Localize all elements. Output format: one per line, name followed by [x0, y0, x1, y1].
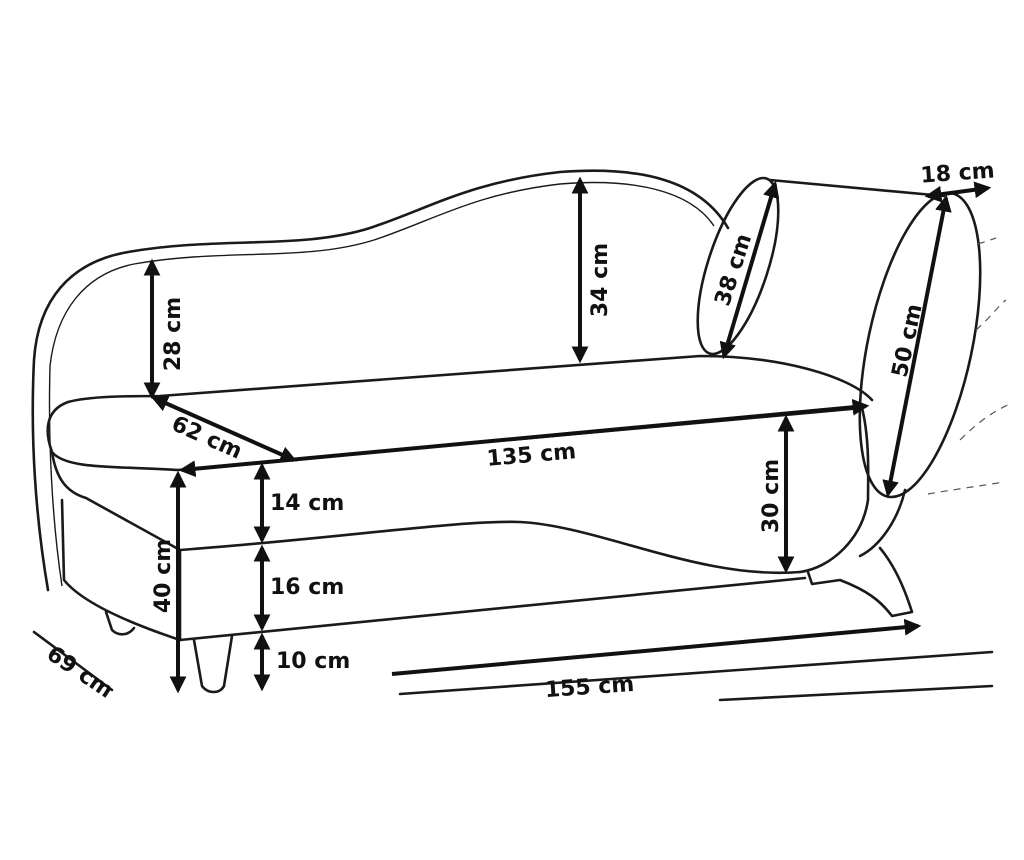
label-40cm: 40 cm — [151, 539, 176, 613]
base-bottom-edge — [178, 576, 807, 642]
floor-line-left — [32, 630, 114, 692]
label-50cm: 50 cm — [888, 302, 928, 380]
base-left-side — [60, 498, 182, 642]
pillow-dash-1 — [977, 237, 997, 245]
label-69cm: 69 cm — [42, 641, 118, 703]
leg-back-left — [104, 610, 136, 636]
leg-right-curved — [806, 546, 914, 618]
label-14cm: 14 cm — [270, 491, 344, 516]
floor-line-upper — [398, 650, 994, 696]
dim-arrow-18cm — [924, 181, 992, 203]
pillow-top-edge — [768, 178, 946, 198]
label-34cm: 34 cm — [588, 243, 613, 317]
dim-arrow-135cm — [178, 398, 870, 478]
dim-arrow-155cm — [391, 618, 922, 676]
label-16cm: 16 cm — [270, 575, 344, 600]
dimension-arrows — [143, 176, 992, 694]
pillow-dash-3 — [959, 403, 1011, 441]
backrest-inner-line — [48, 181, 715, 587]
pillow-right-end — [858, 191, 982, 499]
label-18cm: 18 cm — [920, 158, 996, 188]
leg-front-left — [192, 634, 234, 694]
armrest-back-curve — [858, 488, 907, 558]
sofa-outline — [31, 169, 1011, 702]
pillow-dash-4 — [927, 481, 1005, 495]
backrest-outline — [31, 169, 730, 592]
floor-line-lower — [718, 684, 994, 702]
pillow-dash-2 — [975, 299, 1007, 331]
cushion-base-seam — [178, 520, 802, 575]
label-28cm: 28 cm — [161, 297, 186, 371]
cushion-side-edge — [50, 450, 182, 552]
dimension-labels: 28 cm 34 cm 38 cm 18 cm 50 cm 62 cm 135 … — [42, 158, 996, 703]
label-135cm: 135 cm — [486, 439, 577, 472]
seat-cushion-outline — [46, 354, 874, 472]
dim-arrow-50cm — [882, 194, 952, 498]
dim-arrow-38cm — [719, 180, 780, 360]
armrest-curve — [798, 406, 870, 574]
label-30cm: 30 cm — [759, 459, 784, 533]
label-155cm: 155 cm — [544, 672, 635, 703]
label-10cm: 10 cm — [276, 649, 350, 674]
